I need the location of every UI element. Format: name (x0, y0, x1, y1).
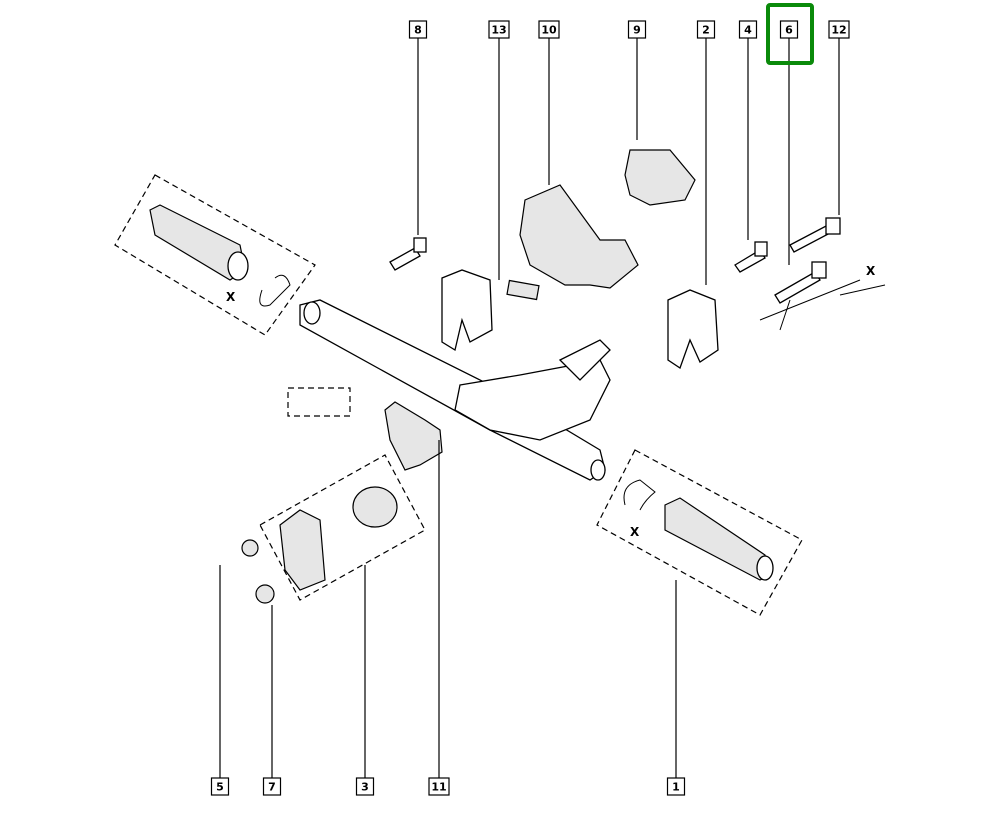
dimension-label-boot: X (630, 525, 640, 539)
callout-box-11 (428, 777, 450, 796)
callout-label-3: 3 (361, 781, 369, 794)
callout-box-1 (666, 777, 686, 796)
callout-label-11: 11 (431, 781, 446, 794)
callout-label-10: 10 (541, 24, 557, 37)
right-boot-kit (596, 449, 803, 616)
callout-box-7 (262, 777, 282, 796)
dimension-x (759, 279, 886, 331)
callout-box-12 (828, 20, 850, 39)
callout-label-5: 5 (216, 781, 224, 794)
callout-box-5 (210, 777, 230, 796)
callout-box-6 (779, 20, 799, 39)
callout-label-7: 7 (268, 781, 276, 794)
callout-box-3 (355, 777, 375, 796)
callout-box-2 (696, 20, 716, 39)
callout-label-13: 13 (491, 24, 506, 37)
callout-label-8: 8 (414, 24, 422, 37)
callout-label-2: 2 (702, 24, 710, 37)
callout-label-9: 9 (633, 24, 641, 37)
cover-and-boot (506, 149, 696, 301)
callout-label-12: 12 (831, 24, 846, 37)
dimension-label-left: X (226, 290, 236, 304)
callout-box-9 (627, 20, 647, 39)
dimension-label-right: X (866, 264, 876, 278)
clamps (441, 269, 719, 370)
callout-box-8 (408, 20, 428, 39)
highlight-box (766, 3, 814, 65)
callout-box-4 (738, 20, 758, 39)
bolts (389, 217, 841, 304)
callout-label-4: 4 (744, 24, 752, 37)
left-boot-kit (114, 174, 316, 336)
callout-label-1: 1 (672, 781, 680, 794)
steering-rack (299, 299, 611, 481)
callout-label-6: 6 (785, 24, 793, 37)
callout-box-10 (538, 20, 560, 39)
bracket-and-mount (241, 387, 443, 604)
callout-box-13 (488, 20, 510, 39)
